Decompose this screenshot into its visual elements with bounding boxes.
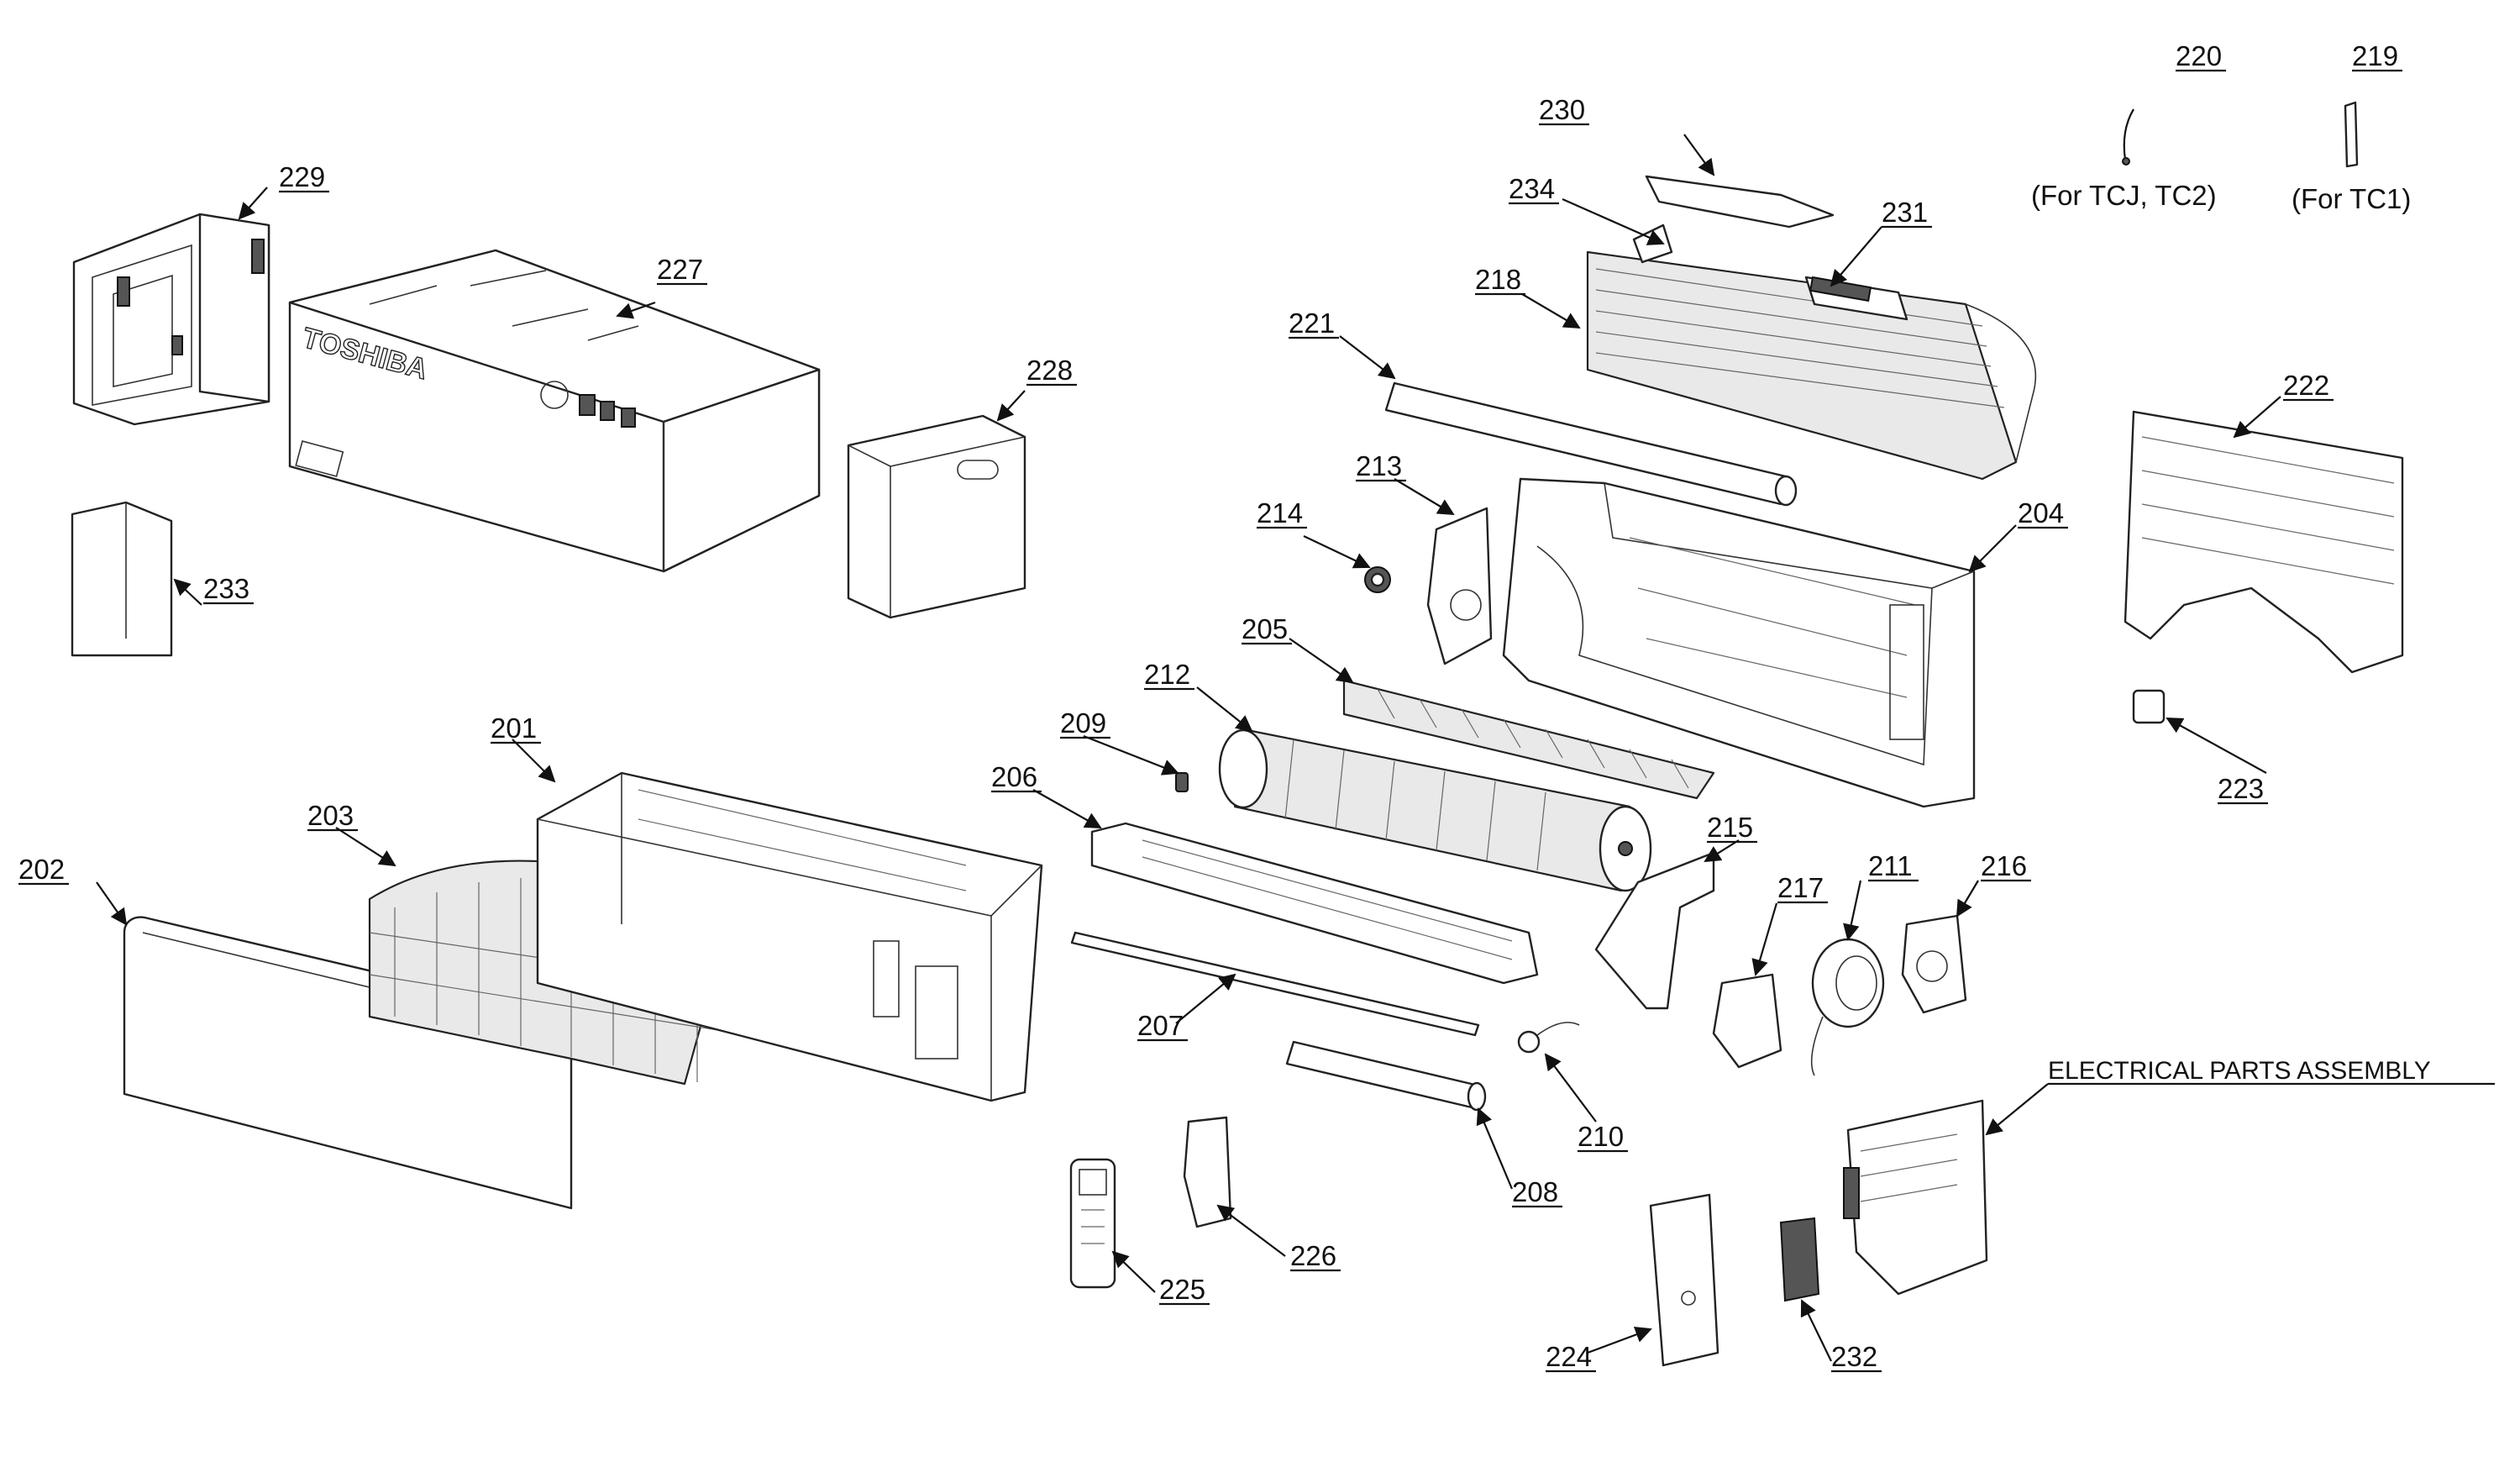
callout-201: 201 [491, 712, 537, 744]
callout-231: 231 [1882, 197, 1928, 228]
part-208-drain-hose [1285, 1040, 1487, 1112]
part-201-front-cabinet [536, 771, 1043, 1102]
callout-225: 225 [1159, 1274, 1205, 1305]
note-for-tcj-tc2: (For TCJ, TC2) [2031, 180, 2217, 211]
part-226-remote-holder [1183, 1116, 1232, 1228]
part-222-installation-plate [2124, 410, 2404, 674]
callout-209: 209 [1060, 707, 1106, 739]
callout-229: 229 [279, 161, 325, 192]
callout-218: 218 [1475, 264, 1521, 295]
part-233-owners-manual [71, 501, 173, 657]
part-216-motor-cover [1901, 914, 1967, 1014]
callout-214: 214 [1257, 497, 1303, 528]
part-210-lead-wire [1517, 1022, 1580, 1054]
part-211-fan-motor [1810, 938, 1885, 1076]
callout-228: 228 [1026, 355, 1073, 386]
callout-233: 233 [203, 573, 249, 604]
part-224-terminal-cover [1649, 1193, 1719, 1367]
callout-203: 203 [307, 800, 354, 831]
callout-202: 202 [18, 854, 65, 885]
part-217-motor-holder [1712, 973, 1782, 1069]
callout-220: 220 [2176, 40, 2222, 71]
part-204-rear-cabinet [1502, 477, 1976, 808]
part-223-clip [2132, 689, 2166, 724]
part-205-louver [1342, 679, 1715, 800]
part-232-terminal-block [1779, 1217, 1820, 1302]
callout-207: 207 [1137, 1010, 1184, 1041]
callout-213: 213 [1356, 450, 1402, 481]
part-209-screw [1175, 772, 1189, 792]
callout-224: 224 [1546, 1341, 1592, 1372]
callout-227: 227 [657, 254, 703, 285]
electrical-parts-assembly [1843, 1099, 1988, 1296]
callout-234: 234 [1509, 173, 1555, 204]
callout-205: 205 [1242, 613, 1288, 644]
part-219-sensor [2344, 101, 2359, 168]
part-207-louver-rod [1070, 931, 1480, 1037]
part-220-sensor [2122, 108, 2134, 166]
callout-204: 204 [2018, 497, 2064, 528]
callout-222: 222 [2283, 370, 2329, 401]
callout-leaders [96, 134, 2495, 1362]
part-214-bearing [1364, 566, 1391, 593]
part-228-packing-cap [847, 414, 1026, 619]
part-225-remote-control [1069, 1158, 1116, 1289]
part-221-insulation [1384, 381, 1798, 507]
callout-212: 212 [1144, 659, 1190, 690]
callout-215: 215 [1707, 812, 1753, 843]
electrical-parts-assembly-label: ELECTRICAL PARTS ASSEMBLY [2048, 1057, 2431, 1085]
callout-206: 206 [991, 761, 1037, 792]
callout-223: 223 [2218, 773, 2264, 804]
part-229-packing-cap [72, 213, 270, 426]
callout-216: 216 [1981, 850, 2027, 881]
callout-208: 208 [1512, 1176, 1558, 1207]
part-212-cross-flow-fan [1218, 728, 1652, 892]
callout-210: 210 [1578, 1121, 1624, 1152]
part-230-cover [1645, 175, 1835, 229]
note-for-tc1: (For TC1) [2292, 183, 2411, 214]
callout-219: 219 [2352, 40, 2398, 71]
part-234-holder [1632, 223, 1673, 264]
callout-226: 226 [1290, 1240, 1336, 1271]
callout-labels: 229 227 228 233 201 203 202 230 234 231 … [18, 40, 2431, 1373]
callout-232: 232 [1831, 1341, 1877, 1372]
callout-221: 221 [1289, 308, 1335, 339]
callout-211: 211 [1868, 850, 1913, 881]
callout-217: 217 [1777, 872, 1824, 903]
part-206-drain-pan [1090, 822, 1539, 985]
part-227-carton-box: TOSHIBA [288, 249, 821, 573]
callout-230: 230 [1539, 94, 1585, 125]
part-213-bearing-holder [1426, 507, 1493, 665]
